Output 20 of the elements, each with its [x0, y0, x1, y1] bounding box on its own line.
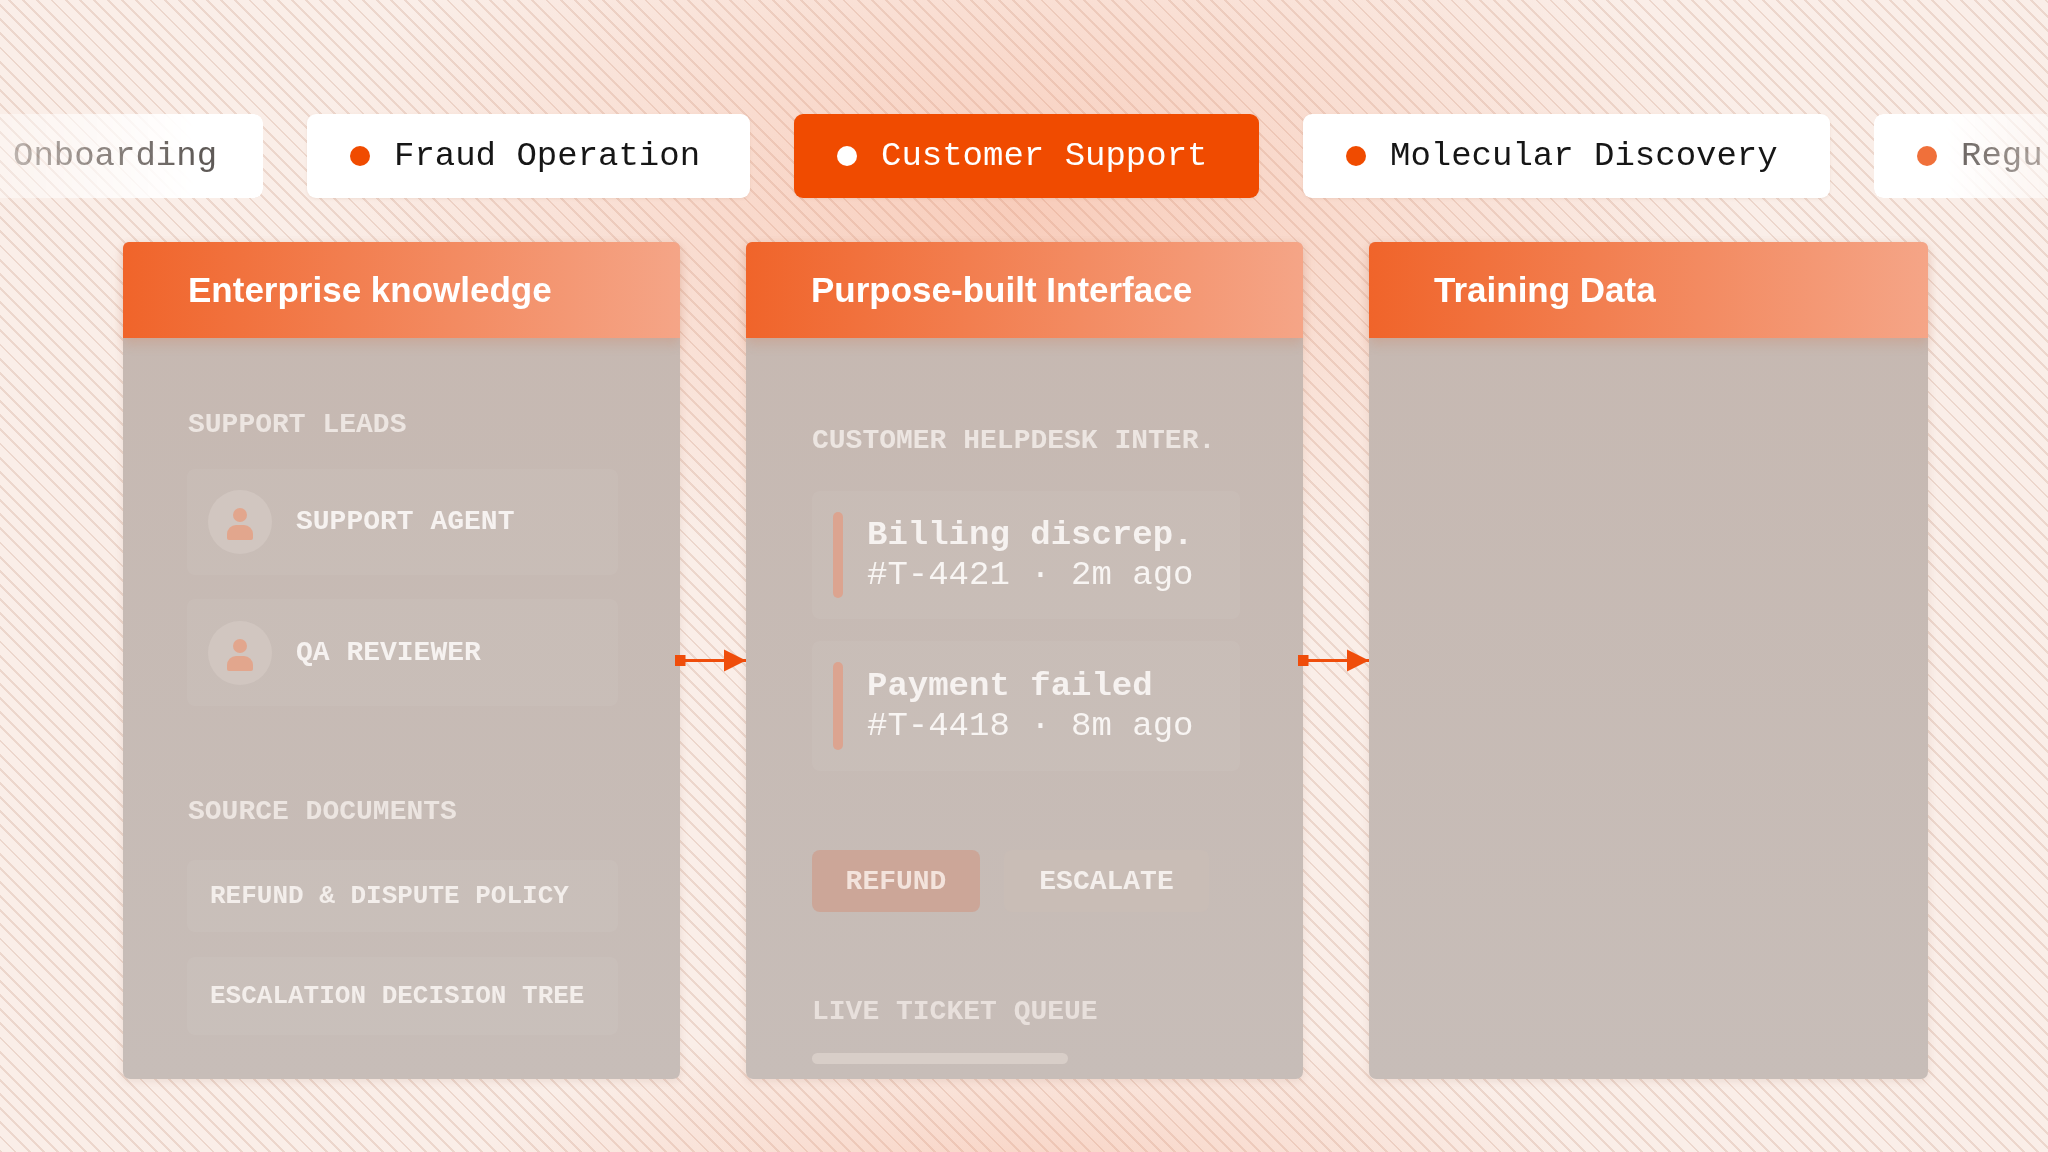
card-label: SUPPORT AGENT	[296, 505, 515, 539]
panel-title: Purpose-built Interface	[811, 270, 1193, 310]
panel	[1369, 242, 1928, 1079]
tab: Fraud Operation	[307, 114, 750, 198]
tab: Customer Support	[794, 114, 1259, 198]
tab: Onboarding	[0, 114, 263, 198]
ticket-title: Billing discrep.	[867, 515, 1194, 555]
arrow	[674, 649, 746, 672]
panel	[123, 242, 680, 1079]
card-label: QA REVIEWER	[296, 635, 481, 670]
tab: Molecular Discovery	[1303, 114, 1830, 198]
action-button: REFUND	[812, 850, 980, 912]
ticket-meta: #T-4418 · 8m ago	[867, 706, 1194, 746]
ticket-meta: #T-4421 · 2m ago	[867, 555, 1194, 595]
panel-title: Training Data	[1434, 270, 1656, 310]
ticket-title: Payment failed	[867, 666, 1153, 706]
panel-title: Enterprise knowledge	[188, 270, 552, 310]
tab: Regu	[1874, 114, 2048, 198]
arrow	[1297, 649, 1369, 672]
panel	[746, 242, 1303, 1079]
